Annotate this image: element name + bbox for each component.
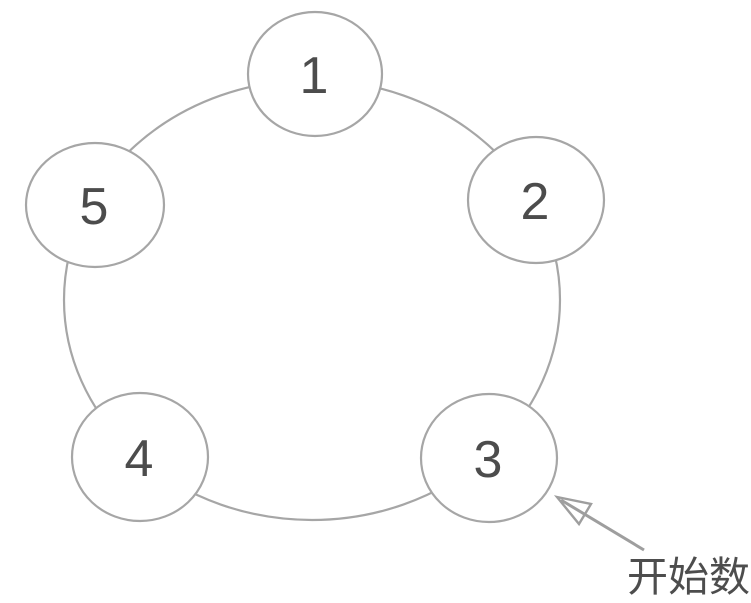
node-2-label: 2 xyxy=(521,173,550,231)
node-1-circle xyxy=(246,10,384,138)
arrow-shaft xyxy=(560,498,645,552)
node-4: 4 xyxy=(70,391,210,523)
node-3: 3 xyxy=(419,392,559,524)
node-3-label: 3 xyxy=(474,431,503,489)
node-5-circle xyxy=(24,141,166,269)
node-5: 5 xyxy=(24,141,166,269)
node-1: 1 xyxy=(246,10,384,138)
node-5-label: 5 xyxy=(80,178,109,236)
node-3-circle xyxy=(419,392,559,524)
node-4-label: 4 xyxy=(125,430,154,488)
annotation-arrow xyxy=(553,495,645,552)
node-1-label: 1 xyxy=(300,47,329,105)
node-2: 2 xyxy=(466,135,606,265)
node-4-circle xyxy=(70,391,210,523)
node-2-circle xyxy=(466,135,606,265)
annotation-label: 开始数 xyxy=(627,554,750,600)
